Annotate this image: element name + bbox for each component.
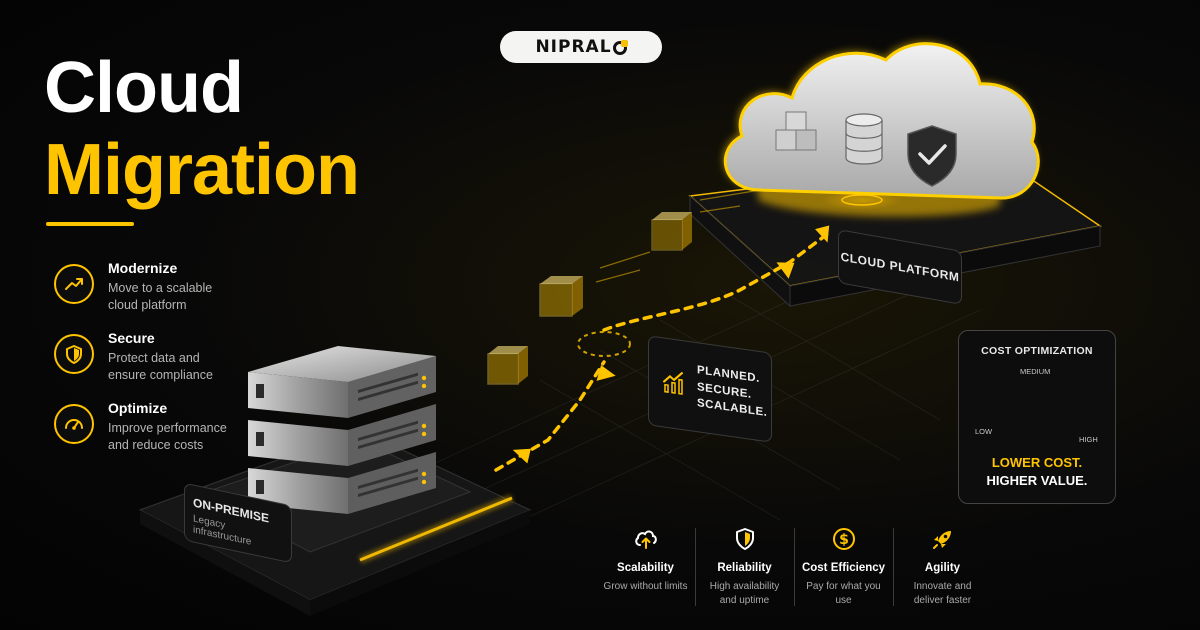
benefit-title: Secure xyxy=(108,330,155,346)
gauge-label-medium: MEDIUM xyxy=(1020,367,1051,376)
feature-title: Reliability xyxy=(717,562,772,574)
benefit-desc: Improve performance and reduce costs xyxy=(108,421,227,452)
planned-card: PLANNED. SECURE. SCALABLE. xyxy=(648,335,772,443)
title-underline xyxy=(46,222,134,226)
shield-icon xyxy=(732,526,758,552)
feature-title: Cost Efficiency xyxy=(801,562,886,574)
speedometer-icon xyxy=(54,404,94,444)
feature-desc: Grow without limits xyxy=(603,581,688,592)
logo-mark-icon xyxy=(612,40,628,55)
server-stack xyxy=(248,346,436,514)
arrow-heads xyxy=(512,225,830,464)
database-icon xyxy=(845,113,883,165)
feature-desc: Pay for what you use xyxy=(806,581,881,606)
svg-text:$: $ xyxy=(839,532,849,548)
cloud-upload-icon xyxy=(633,526,659,552)
cloud-shape xyxy=(723,41,1040,217)
feature-desc: Innovate and deliver faster xyxy=(913,581,972,606)
benefit-title: Modernize xyxy=(108,260,178,276)
data-cubes xyxy=(487,189,761,385)
feature-agility: Agility Innovate and deliver faster xyxy=(893,524,992,610)
benefit-optimize: Optimize Improve performance and reduce … xyxy=(54,400,238,454)
feature-cost-efficiency: $ Cost Efficiency Pay for what you use xyxy=(794,524,893,610)
logo-text: NIPRAL xyxy=(535,37,612,57)
cost-tagline-1: LOWER COST. xyxy=(991,455,1083,470)
title-line-1: Cloud xyxy=(44,48,244,128)
dollar-icon: $ xyxy=(831,526,857,552)
feature-scalability: Scalability Grow without limits xyxy=(596,524,695,610)
page-title: Cloud Migration xyxy=(44,48,360,210)
cost-tagline-2: HIGHER VALUE. xyxy=(986,473,1088,488)
gauge-label-high: HIGH xyxy=(1079,435,1098,444)
feature-desc: High availability and uptime xyxy=(709,581,780,606)
feature-reliability: Reliability High availability and uptime xyxy=(695,524,794,610)
shield-check-icon xyxy=(907,125,957,187)
bar-chart-icon xyxy=(661,367,687,402)
benefit-secure: Secure Protect data and ensure complianc… xyxy=(54,330,238,384)
path-node xyxy=(577,331,631,357)
benefit-modernize: Modernize Move to a scalable cloud platf… xyxy=(54,260,238,314)
benefit-desc: Protect data and ensure compliance xyxy=(108,351,213,382)
cost-title: COST OPTIMIZATION xyxy=(981,345,1093,357)
rocket-icon xyxy=(930,526,956,552)
feature-title: Scalability xyxy=(617,562,674,574)
benefit-desc: Move to a scalable cloud platform xyxy=(108,281,213,312)
feature-title: Agility xyxy=(924,562,961,574)
title-line-2: Migration xyxy=(44,130,360,210)
brand-logo: NIPRAL xyxy=(500,31,662,63)
gauge-label-low: LOW xyxy=(975,427,993,436)
features-row: Scalability Grow without limits Reliabil… xyxy=(596,524,992,610)
boxes-icon xyxy=(775,111,817,151)
trend-up-icon xyxy=(54,264,94,304)
cost-optimization-card: COST OPTIMIZATION MEDIUM LOW HIGH LOWER … xyxy=(958,330,1116,504)
shield-icon xyxy=(54,334,94,374)
benefit-title: Optimize xyxy=(108,400,168,416)
